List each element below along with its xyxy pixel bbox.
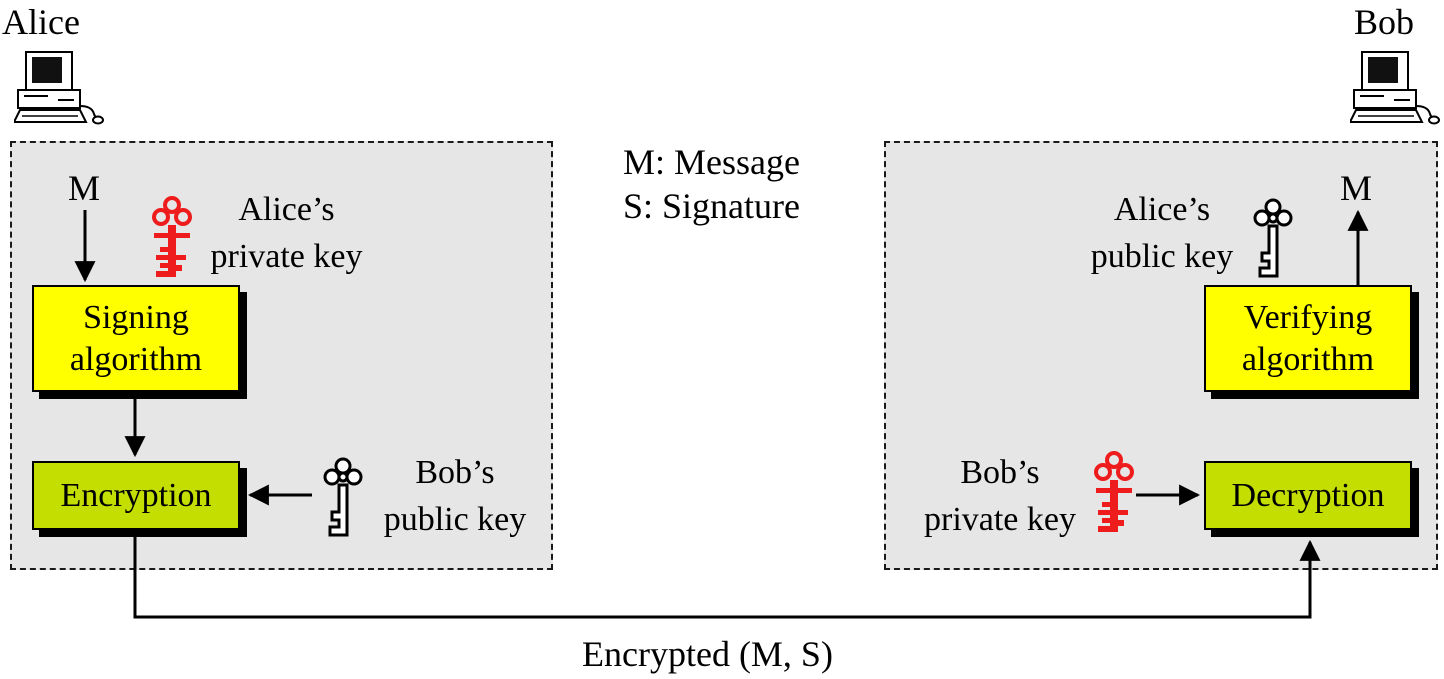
alice-public-key-icon <box>1253 198 1293 278</box>
alice-private-key-icon <box>152 196 192 277</box>
legend-message: M: Message <box>623 142 800 182</box>
verifying-algorithm-box: Verifying algorithm <box>1204 285 1412 392</box>
bob-public-key-icon <box>323 457 363 537</box>
bob-private-key-icon <box>1094 451 1134 532</box>
input-message-label: M <box>68 168 101 208</box>
alice-public-key-label: Alice’s public key <box>1090 191 1234 275</box>
encryption-label: Encryption <box>60 476 212 514</box>
bob-computer-icon <box>1350 51 1440 125</box>
alice-computer-icon <box>14 51 104 125</box>
alice-label: Alice <box>2 2 80 42</box>
bob-label: Bob <box>1354 2 1415 42</box>
encryption-box: Encryption <box>32 461 240 530</box>
encrypted-channel-label: Encrypted (M, S) <box>582 634 833 674</box>
legend-signature: S: Signature <box>623 186 800 226</box>
alice-private-key-label: Alice’s private key <box>210 191 363 275</box>
decryption-box: Decryption <box>1204 461 1412 530</box>
bob-private-key-label: Bob’s private key <box>924 454 1076 538</box>
bob-public-key-label: Bob’s public key <box>383 454 527 538</box>
output-message-label: M <box>1340 168 1373 208</box>
decryption-label: Decryption <box>1231 476 1385 514</box>
signing-algorithm-box: Signing algorithm <box>32 285 240 392</box>
verifying-algorithm-label: Verifying algorithm <box>1241 298 1375 378</box>
signing-algorithm-label: Signing algorithm <box>69 298 203 378</box>
